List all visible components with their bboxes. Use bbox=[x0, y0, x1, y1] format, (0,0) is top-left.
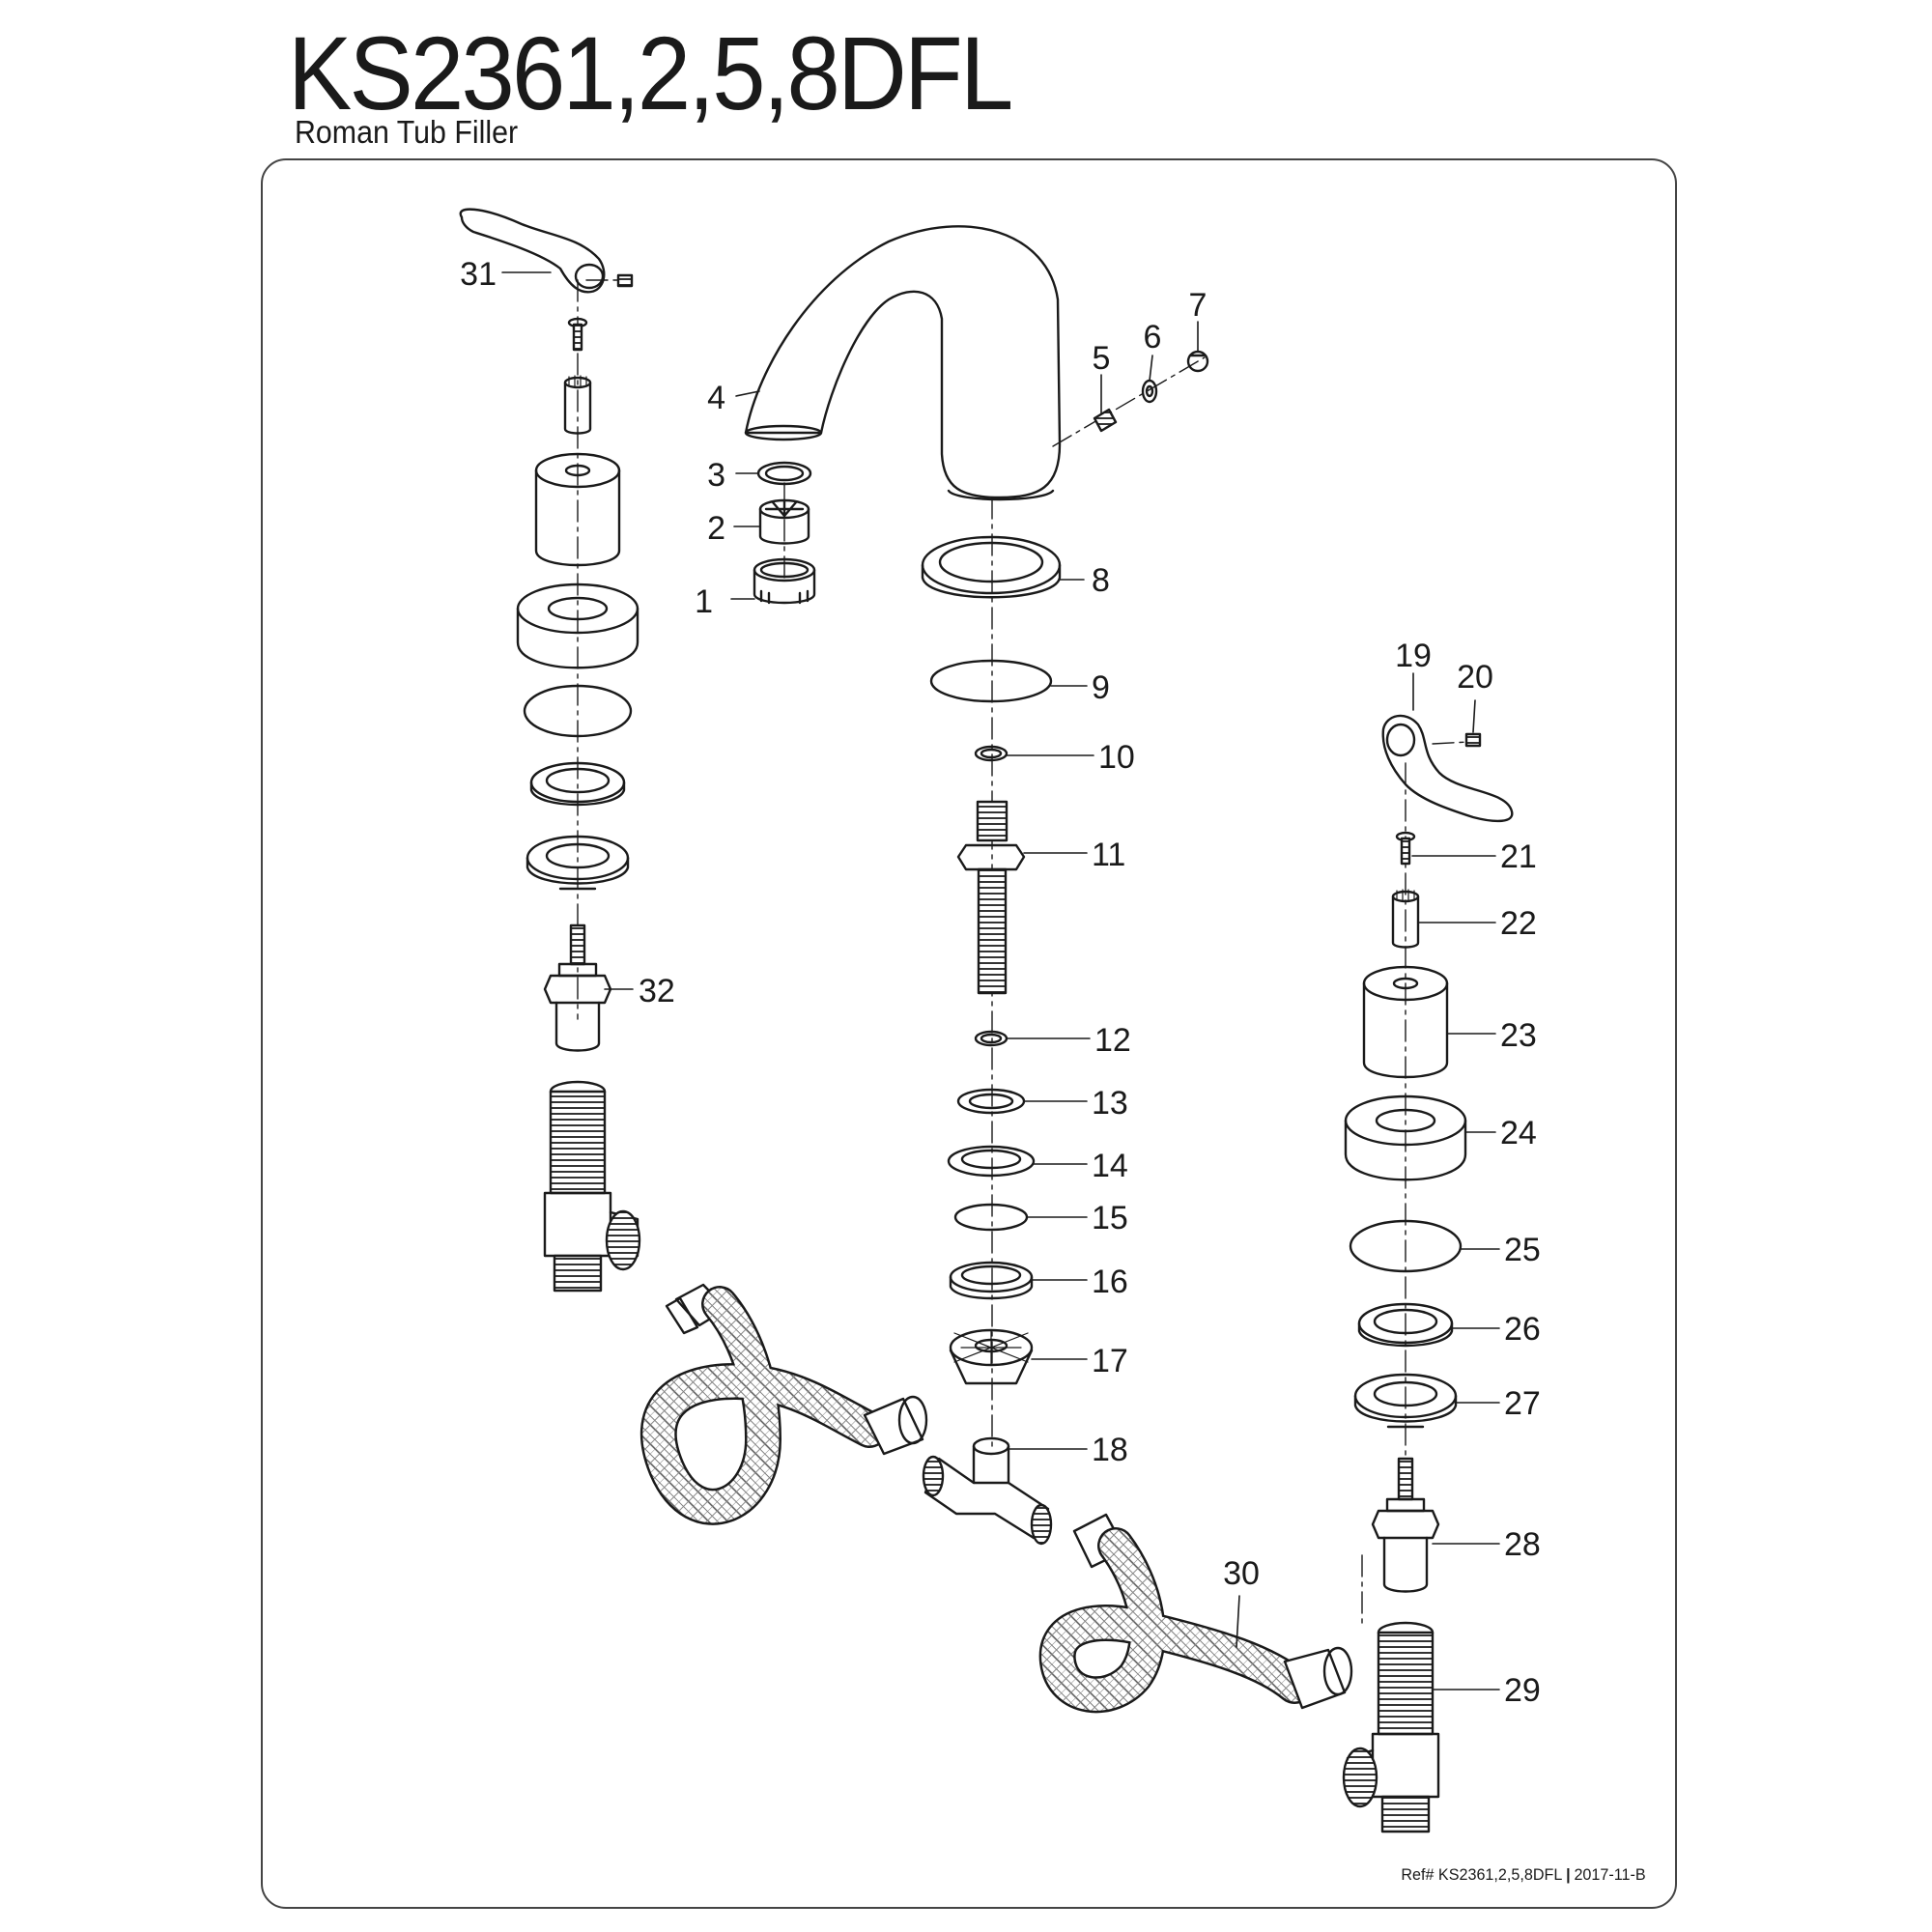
reference-footer: Ref# KS2361,2,5,8DFL|2017-11-B bbox=[1402, 1865, 1646, 1885]
callout-2: 2 bbox=[707, 510, 725, 547]
handle-screw-left bbox=[567, 317, 588, 352]
o-ring-15 bbox=[953, 1203, 1029, 1232]
callout-9: 9 bbox=[1092, 669, 1110, 706]
washer-26 bbox=[1357, 1302, 1454, 1348]
reference-number: Ref# KS2361,2,5,8DFL bbox=[1401, 1865, 1563, 1884]
washer-3 bbox=[756, 461, 812, 486]
callout-18: 18 bbox=[1092, 1432, 1128, 1468]
callout-1: 1 bbox=[695, 583, 713, 620]
callout-13: 13 bbox=[1092, 1085, 1128, 1122]
callout-6: 6 bbox=[1144, 319, 1162, 355]
callout-23: 23 bbox=[1500, 1017, 1537, 1054]
callout-5: 5 bbox=[1093, 340, 1111, 377]
callout-27: 27 bbox=[1504, 1385, 1541, 1422]
sleeve-left bbox=[534, 452, 621, 567]
callout-8: 8 bbox=[1092, 562, 1110, 599]
callout-7: 7 bbox=[1189, 287, 1208, 324]
aerator-housing-1 bbox=[753, 557, 816, 605]
page-title: KS2361,2,5,8DFL bbox=[288, 14, 1013, 131]
adapter-left bbox=[563, 375, 592, 435]
callout-12: 12 bbox=[1094, 1022, 1131, 1059]
callout-22: 22 bbox=[1500, 905, 1537, 942]
callout-30: 30 bbox=[1223, 1555, 1260, 1592]
callout-10: 10 bbox=[1098, 739, 1135, 776]
tee-connector-18 bbox=[922, 1436, 1053, 1546]
callout-21: 21 bbox=[1500, 838, 1537, 875]
revision-code: 2017-11-B bbox=[1574, 1865, 1646, 1884]
washer-27 bbox=[1353, 1373, 1458, 1429]
callout-28: 28 bbox=[1504, 1526, 1541, 1563]
callout-17: 17 bbox=[1092, 1343, 1128, 1379]
threaded-shank-11 bbox=[956, 800, 1026, 995]
flange-left bbox=[516, 582, 639, 669]
valve-body-29 bbox=[1342, 1621, 1440, 1833]
left-handle-31 bbox=[459, 208, 634, 294]
flange-24 bbox=[1344, 1094, 1467, 1181]
callout-20: 20 bbox=[1457, 659, 1493, 696]
set-screw-5 bbox=[1093, 408, 1118, 433]
washer-12 bbox=[974, 1030, 1009, 1047]
sleeve-23 bbox=[1362, 965, 1449, 1079]
callout-19: 19 bbox=[1395, 638, 1432, 674]
valve-body-left bbox=[543, 1080, 641, 1293]
mounting-nut-17 bbox=[949, 1328, 1034, 1385]
spout bbox=[744, 225, 1062, 501]
spout-escutcheon-8 bbox=[921, 535, 1062, 599]
adapter-22 bbox=[1391, 889, 1420, 949]
washer-10 bbox=[974, 745, 1009, 762]
callout-25: 25 bbox=[1504, 1232, 1541, 1268]
callout-16: 16 bbox=[1092, 1264, 1128, 1300]
washer-16 bbox=[949, 1261, 1034, 1300]
o-ring-25 bbox=[1349, 1219, 1463, 1273]
supply-hose-30 bbox=[1038, 1513, 1353, 1714]
set-screw-20 bbox=[1464, 732, 1482, 748]
cartridge-28 bbox=[1371, 1457, 1440, 1593]
callout-24: 24 bbox=[1500, 1115, 1537, 1151]
diagram-frame bbox=[261, 158, 1677, 1909]
washer-14 bbox=[947, 1145, 1036, 1178]
washer-left-b bbox=[526, 835, 630, 891]
supply-hose-left bbox=[639, 1283, 928, 1525]
callout-31: 31 bbox=[460, 256, 497, 293]
o-ring-9 bbox=[929, 659, 1053, 703]
callout-14: 14 bbox=[1092, 1148, 1128, 1184]
o-ring-left bbox=[523, 684, 633, 738]
callout-3: 3 bbox=[707, 457, 725, 494]
cartridge-32 bbox=[543, 923, 612, 1052]
washer-6 bbox=[1141, 379, 1158, 404]
callout-26: 26 bbox=[1504, 1311, 1541, 1348]
callout-15: 15 bbox=[1092, 1200, 1128, 1236]
callout-11: 11 bbox=[1092, 837, 1125, 873]
washer-13 bbox=[956, 1088, 1026, 1115]
callout-4: 4 bbox=[707, 380, 725, 416]
right-handle-19 bbox=[1381, 714, 1514, 823]
aerator-insert-2 bbox=[758, 498, 810, 545]
callout-32: 32 bbox=[639, 973, 675, 1009]
callout-29: 29 bbox=[1504, 1672, 1541, 1709]
page-subtitle: Roman Tub Filler bbox=[295, 114, 519, 150]
handle-screw-21 bbox=[1395, 831, 1416, 866]
footer-separator: | bbox=[1566, 1865, 1571, 1884]
washer-left-a bbox=[529, 761, 626, 807]
